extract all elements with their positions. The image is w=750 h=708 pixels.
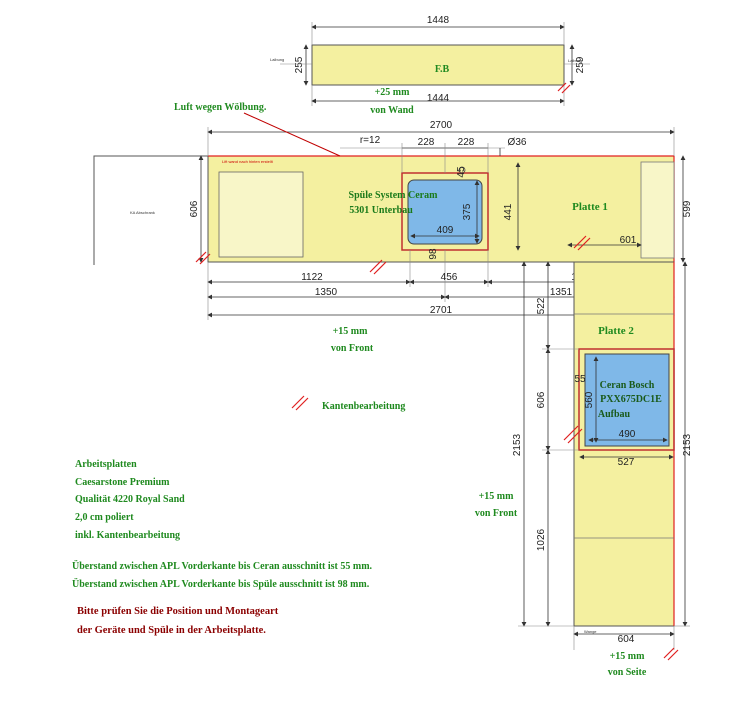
dim-55: 55 bbox=[574, 374, 586, 385]
fb-right-tag: Laibung bbox=[568, 58, 582, 63]
warning-line1: Bitte prüfen Sie die Position und Montag… bbox=[77, 606, 279, 617]
fb-title: F.B bbox=[435, 64, 450, 75]
dim-1026: 1026 bbox=[536, 528, 547, 551]
sink-label-line2: 5301 Unterbau bbox=[349, 205, 413, 216]
dim-599: 599 bbox=[682, 200, 693, 217]
dim-527: 527 bbox=[618, 457, 635, 468]
spec-line1: Arbeitsplatten bbox=[75, 459, 137, 470]
fb-panel bbox=[311, 44, 565, 86]
side-note2: von Seite bbox=[608, 667, 647, 678]
ceran-cutout bbox=[584, 353, 670, 447]
edge-mark-c bbox=[195, 251, 211, 265]
fb-dim-left: 255 bbox=[294, 56, 305, 73]
sink-cutout bbox=[407, 179, 483, 245]
plate1-group: 2700 r=12 228 228 Ø36 606 599 375 409 44… bbox=[93, 102, 693, 354]
side-front-note1: +15 mm bbox=[479, 491, 515, 502]
dim-1122: 1122 bbox=[301, 272, 323, 283]
fb-dim-right: 259 bbox=[575, 56, 586, 73]
fb-edge-mark bbox=[557, 82, 571, 94]
fb-note-line1: +25 mm bbox=[375, 87, 411, 98]
ceran-line2: PXX675DC1E bbox=[600, 394, 662, 405]
fb-left-tag: Laibung bbox=[270, 57, 284, 62]
ceran-line3: Aufbau bbox=[598, 409, 631, 420]
plate2-label: Platte 2 bbox=[598, 325, 634, 337]
dim-2153-left: 2153 bbox=[512, 433, 523, 456]
dim-1350: 1350 bbox=[315, 287, 338, 298]
fb-dim-bottom: 1444 bbox=[427, 93, 450, 104]
dim-490: 490 bbox=[619, 429, 636, 440]
edge-mark-e bbox=[663, 647, 679, 661]
overhang-ceran: Überstand zwischen APL Vorderkante bis C… bbox=[72, 559, 373, 572]
dim-228a: 228 bbox=[418, 137, 435, 148]
air-note: Luft wegen Wölbung. bbox=[174, 102, 267, 113]
ceran-line1: Ceran Bosch bbox=[600, 380, 655, 391]
legend-edge-label: Kantenbearbeitung bbox=[322, 401, 405, 412]
dim-r12: r=12 bbox=[360, 135, 381, 146]
right-cabinet bbox=[640, 161, 675, 259]
left-cabinet bbox=[218, 171, 304, 258]
dim-45: 45 bbox=[456, 166, 467, 178]
side-note1: +15 mm bbox=[610, 651, 646, 662]
plate2-group: Platte 2 Ceran Bosch PXX675DC1E Aufbau 5… bbox=[475, 261, 693, 678]
tap-hole bbox=[458, 166, 466, 174]
dim-98: 98 bbox=[428, 248, 439, 260]
spec-group: Arbeitsplatten Caesarstone Premium Quali… bbox=[72, 459, 373, 636]
dim-hole: Ø36 bbox=[508, 137, 527, 148]
sink-label-line1: Spüle System Ceram bbox=[349, 190, 439, 201]
edge-mark-a bbox=[369, 259, 387, 275]
tiny-left-note: KA Abschrank bbox=[130, 210, 155, 215]
dim-604: 604 bbox=[618, 634, 635, 645]
dim-1351: 1351 bbox=[550, 287, 573, 298]
dim-228b: 228 bbox=[458, 137, 475, 148]
fb-dim-top: 1448 bbox=[427, 15, 450, 26]
fb-panel-group: 1448 1444 255 259 Laibung Laibung F.B +2… bbox=[270, 15, 590, 116]
ceran-outline bbox=[578, 348, 675, 451]
edge-mark-b bbox=[573, 235, 591, 251]
dim-441: 441 bbox=[503, 203, 514, 220]
dim-456: 456 bbox=[441, 272, 458, 283]
plate1-label: Platte 1 bbox=[572, 201, 608, 213]
spec-line4: 2,0 cm poliert bbox=[75, 512, 134, 523]
edge-mark-d bbox=[563, 425, 583, 444]
dim-606-side: 606 bbox=[536, 391, 547, 408]
tiny-red-note: Lift wand nach hinten erstellt bbox=[222, 159, 274, 164]
dim-2153-right: 2153 bbox=[682, 433, 693, 456]
legend-edge-symbol bbox=[291, 395, 309, 411]
front-note1: +15 mm bbox=[333, 326, 369, 337]
dim-522: 522 bbox=[536, 297, 547, 314]
overhang-sink: Überstand zwischen APL Vorderkante bis S… bbox=[72, 577, 370, 590]
dim-560: 560 bbox=[584, 391, 595, 408]
fb-note-line2: von Wand bbox=[370, 105, 414, 116]
dim-375: 375 bbox=[462, 203, 473, 220]
front-note2: von Front bbox=[331, 343, 374, 354]
dim-409: 409 bbox=[437, 225, 454, 236]
spec-line2: Caesarstone Premium bbox=[75, 477, 170, 488]
dim-606-left: 606 bbox=[189, 200, 200, 217]
tiny-wall: Wange bbox=[584, 629, 597, 634]
dim-2700: 2700 bbox=[430, 120, 453, 131]
warning-line2: der Geräte und Spüle in der Arbeitsplatt… bbox=[77, 625, 266, 636]
dim-2701: 2701 bbox=[430, 305, 453, 316]
spec-line5: inkl. Kantenbearbeitung bbox=[75, 530, 180, 541]
air-note-leader bbox=[243, 112, 341, 157]
legend-group: Kantenbearbeitung bbox=[291, 395, 405, 412]
dim-601: 601 bbox=[620, 235, 637, 246]
spec-line3: Qualität 4220 Royal Sand bbox=[75, 494, 185, 505]
side-front-note2: von Front bbox=[475, 508, 518, 519]
